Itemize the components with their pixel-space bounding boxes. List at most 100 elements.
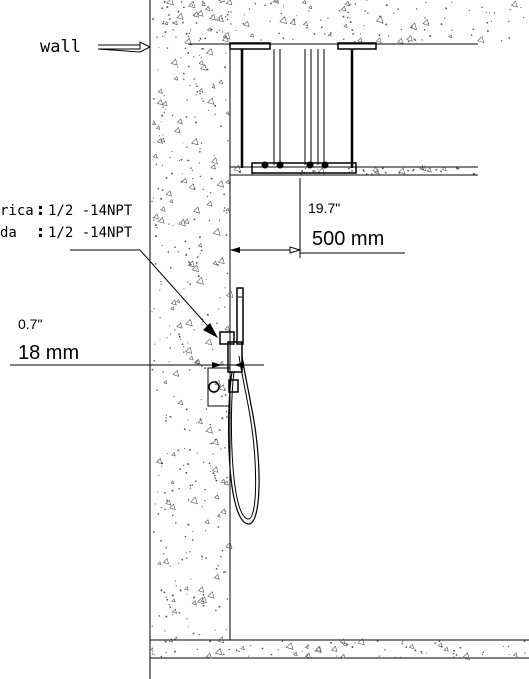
speckle-dot <box>214 477 217 479</box>
speckle-dot <box>397 8 399 11</box>
speckle-dot <box>172 614 174 616</box>
speckle-dot <box>226 212 228 214</box>
speckle-dot <box>165 651 167 654</box>
speckle-dot <box>503 645 505 647</box>
speckle-dot <box>171 150 173 153</box>
speckle-dot <box>217 308 220 310</box>
speckle-dot <box>315 657 317 659</box>
speckle-dot <box>175 36 177 38</box>
speckle-dot <box>217 526 220 528</box>
aggregate-mark <box>155 457 163 465</box>
speckle-dot <box>165 596 168 599</box>
speckle-dot <box>481 653 484 656</box>
speckle-dot <box>435 168 438 171</box>
aggregate-mark <box>187 260 195 268</box>
speckle-dot <box>199 148 201 150</box>
speckle-dot <box>202 100 204 102</box>
speckle-dot <box>367 12 369 14</box>
speckle-dot <box>151 647 153 650</box>
speckle-dot <box>194 121 197 124</box>
speckle-dot <box>426 652 428 654</box>
speckle-dot <box>184 240 187 243</box>
speckle-dot <box>196 85 198 88</box>
speckle-dot <box>223 0 225 2</box>
speckle-dot <box>381 167 384 170</box>
speckle-dot <box>167 452 169 454</box>
wall-label: wall <box>40 37 81 57</box>
speckle-dot <box>500 40 503 42</box>
speckle-dot <box>224 447 226 449</box>
speckle-dot <box>166 47 169 49</box>
speckle-dot <box>198 162 200 164</box>
speckle-dot <box>154 235 157 238</box>
leader-arrow-icon <box>203 323 218 338</box>
connection-specs: rica : 1/2 -14NPT da : 1/2 -14NPT <box>0 199 218 338</box>
aggregate-mark <box>157 561 162 566</box>
speckle-dot <box>401 640 404 643</box>
speckle-dot <box>523 640 526 643</box>
speckle-dot <box>445 7 448 10</box>
speckle-dot <box>507 645 510 648</box>
aggregate-mark <box>188 0 196 9</box>
aggregate-mark <box>172 369 180 377</box>
speckle-dot <box>185 116 188 118</box>
speckle-dot <box>185 253 188 256</box>
speckle-dot <box>208 219 211 222</box>
wall-outline <box>149 0 529 679</box>
speckle-dot <box>161 244 163 246</box>
speckle-dot <box>378 34 381 37</box>
aggregate-mark <box>190 496 198 505</box>
speckle-dot <box>174 522 177 524</box>
aggregate-mark <box>155 125 161 130</box>
speckle-dot <box>218 605 221 608</box>
valve-depth-mm: 18 mm <box>18 342 79 364</box>
speckle-dot <box>160 589 163 592</box>
speckle-dot <box>201 506 203 508</box>
speckle-dot <box>223 210 225 212</box>
speckle-dot <box>166 598 169 601</box>
aggregate-mark <box>160 137 166 143</box>
speckle-dot <box>508 37 511 39</box>
speckle-dot <box>193 218 196 221</box>
speckle-dot <box>235 29 237 32</box>
speckle-dot <box>216 31 219 34</box>
speckle-dot <box>520 6 522 9</box>
speckle-dot <box>378 655 381 657</box>
speckle-dot <box>182 21 184 24</box>
speckle-dot <box>160 283 162 285</box>
speckle-dot <box>214 438 217 441</box>
aggregate-mark <box>437 642 443 648</box>
aggregate-mark <box>176 299 180 304</box>
speckle-dot <box>183 72 185 75</box>
speckle-dot <box>165 546 167 549</box>
speckle-dot <box>169 415 172 418</box>
aggregate-mark <box>225 541 233 550</box>
speckle-dot <box>202 188 204 191</box>
speckle-dot <box>486 21 489 24</box>
aggregate-mark <box>198 60 204 66</box>
speckle-dot <box>225 629 227 631</box>
aggregate-mark <box>375 37 382 43</box>
speckle-dot <box>204 499 206 502</box>
speckle-dot <box>182 78 185 80</box>
aggregate-mark <box>211 438 219 446</box>
speckle-dot <box>187 626 189 628</box>
speckle-dot <box>193 596 196 599</box>
speckle-dot <box>210 177 213 180</box>
aggregate-mark <box>375 15 384 24</box>
aggregate-mark <box>225 111 230 115</box>
aggregate-mark <box>173 126 181 134</box>
aggregate-mark <box>171 598 176 603</box>
speckle-dot <box>394 656 397 659</box>
ceiling-texture <box>162 0 525 175</box>
speckle-dot <box>188 247 191 250</box>
speckle-dot <box>156 389 158 392</box>
speckle-dot <box>218 29 220 31</box>
speckle-dot <box>277 649 279 651</box>
speckle-dot <box>482 651 484 653</box>
aggregate-mark <box>308 5 313 10</box>
speckle-dot <box>226 476 228 479</box>
speckle-dot <box>212 83 214 86</box>
speckle-dot <box>308 644 310 646</box>
aggregate-mark <box>156 137 163 144</box>
